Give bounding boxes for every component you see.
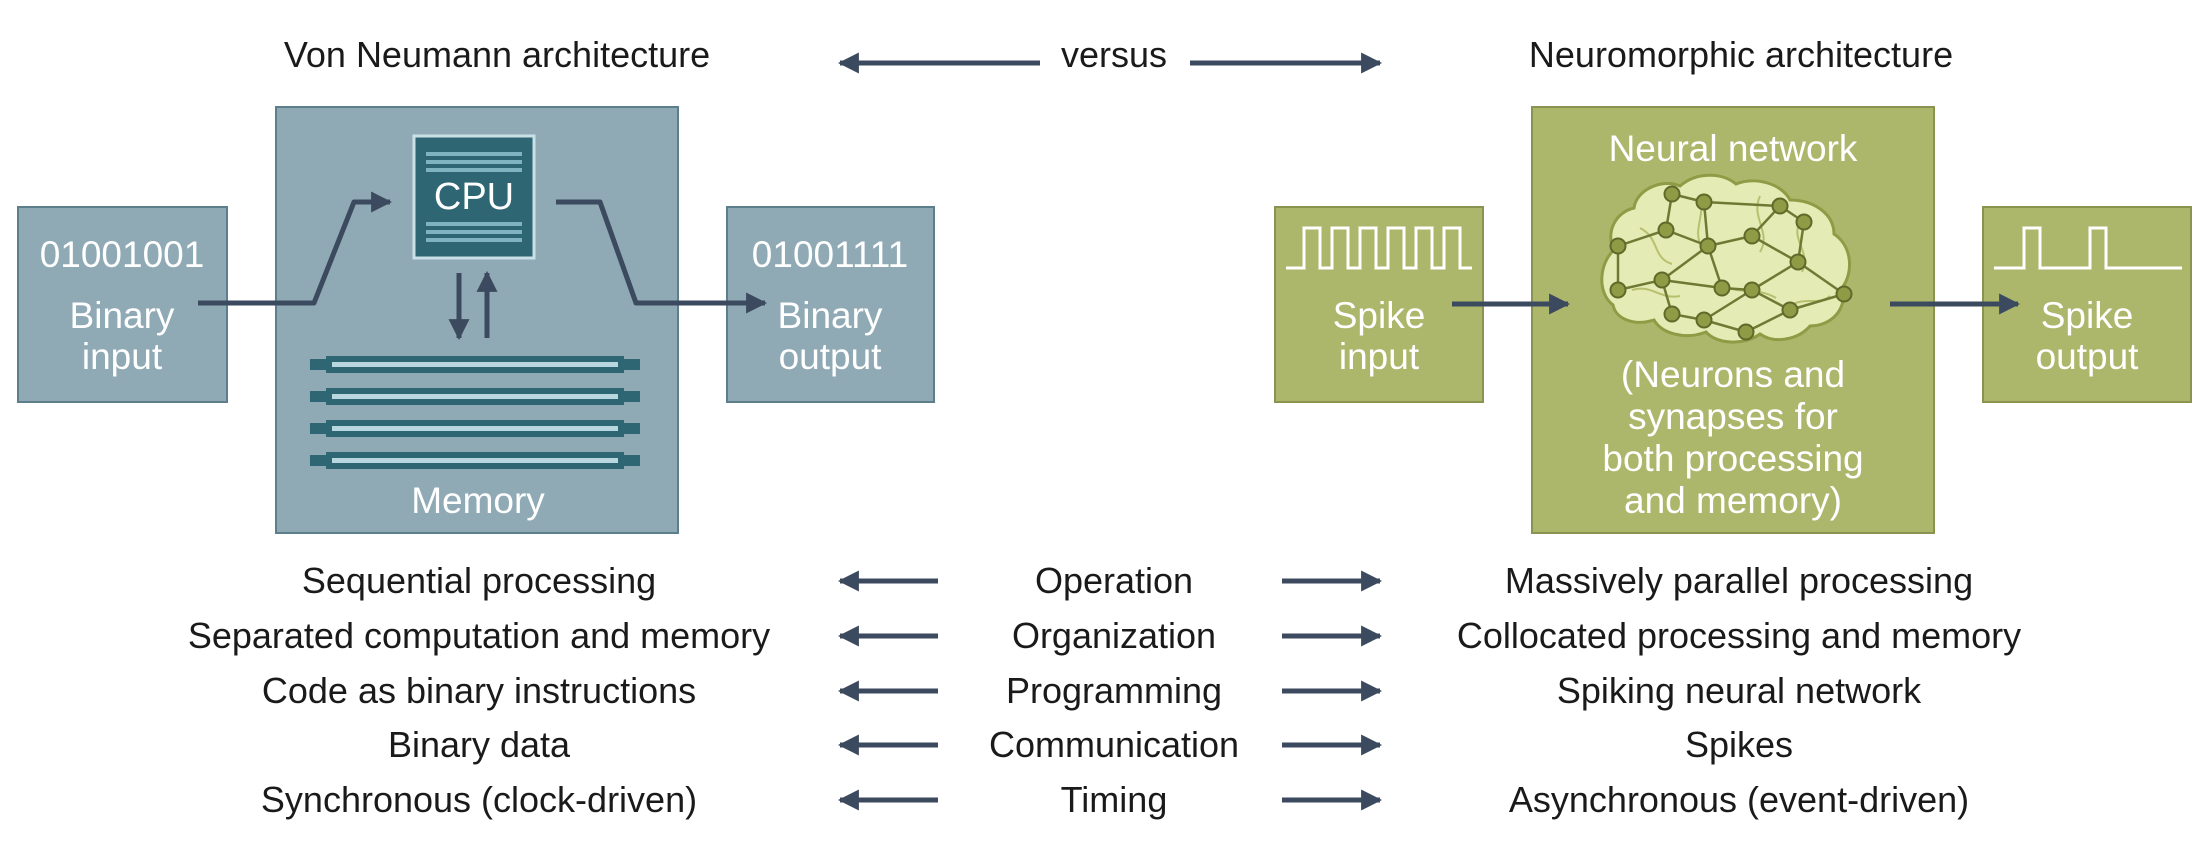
neural-network-note-line2: synapses for — [1628, 396, 1838, 437]
neural-network-note-line4: and memory) — [1624, 480, 1842, 521]
row-von-neumann-value: Binary data — [387, 724, 571, 765]
row-category: Operation — [1034, 560, 1194, 601]
memory-modules-icon — [310, 356, 640, 469]
binary-input-box — [17, 206, 228, 403]
spike-train-input-icon — [1286, 226, 1472, 270]
row-von-neumann-value: Synchronous (clock-driven) — [260, 779, 698, 820]
cpu-chip-icon — [412, 134, 536, 260]
binary-input-code: 01001001 — [39, 234, 205, 275]
row-neuromorphic-value: Asynchronous (event-driven) — [1508, 779, 1970, 820]
neural-network-title: Neural network — [1608, 128, 1858, 169]
neural-network-note-line1: (Neurons and — [1620, 354, 1846, 395]
versus-label: versus — [1060, 34, 1168, 75]
binary-output-code: 01001111 — [751, 234, 909, 275]
row-neuromorphic-value: Spikes — [1684, 724, 1794, 765]
von-neumann-title: Von Neumann architecture — [283, 34, 711, 75]
row-category: Timing — [1060, 779, 1168, 820]
row-neuromorphic-value: Collocated processing and memory — [1456, 615, 2022, 656]
input-to-cpu-arrow — [198, 191, 393, 306]
brain-icon — [1600, 173, 1853, 344]
spike-input-label-line1: Spike — [1332, 295, 1426, 336]
row-category: Organization — [1011, 615, 1217, 656]
spike-train-output-icon — [1994, 226, 2182, 270]
neuromorphic-title: Neuromorphic architecture — [1528, 34, 1954, 75]
memory-label: Memory — [411, 480, 545, 521]
spike-input-label-line2: input — [1338, 336, 1420, 377]
spike-output-label-line2: output — [2035, 336, 2139, 377]
row-neuromorphic-value: Spiking neural network — [1556, 670, 1922, 711]
row-von-neumann-value: Code as binary instructions — [261, 670, 697, 711]
row-von-neumann-value: Separated computation and memory — [187, 615, 771, 656]
binary-input-label-line1: Binary — [69, 295, 175, 336]
cpu-label: CPU — [433, 176, 515, 218]
neural-network-note-line3: both processing — [1602, 438, 1864, 479]
row-neuromorphic-value: Massively parallel processing — [1504, 560, 1974, 601]
spike-output-label-line1: Spike — [2040, 295, 2134, 336]
comparison-arrows — [837, 570, 1383, 811]
row-category: Communication — [988, 724, 1240, 765]
binary-output-label-line1: Binary — [777, 295, 883, 336]
row-von-neumann-value: Sequential processing — [301, 560, 657, 601]
spike-input-box — [1274, 206, 1484, 403]
row-category: Programming — [1005, 670, 1223, 711]
binary-input-label-line2: input — [81, 336, 163, 377]
binary-output-label-line2: output — [778, 336, 882, 377]
cpu-to-output-arrow — [556, 199, 768, 314]
